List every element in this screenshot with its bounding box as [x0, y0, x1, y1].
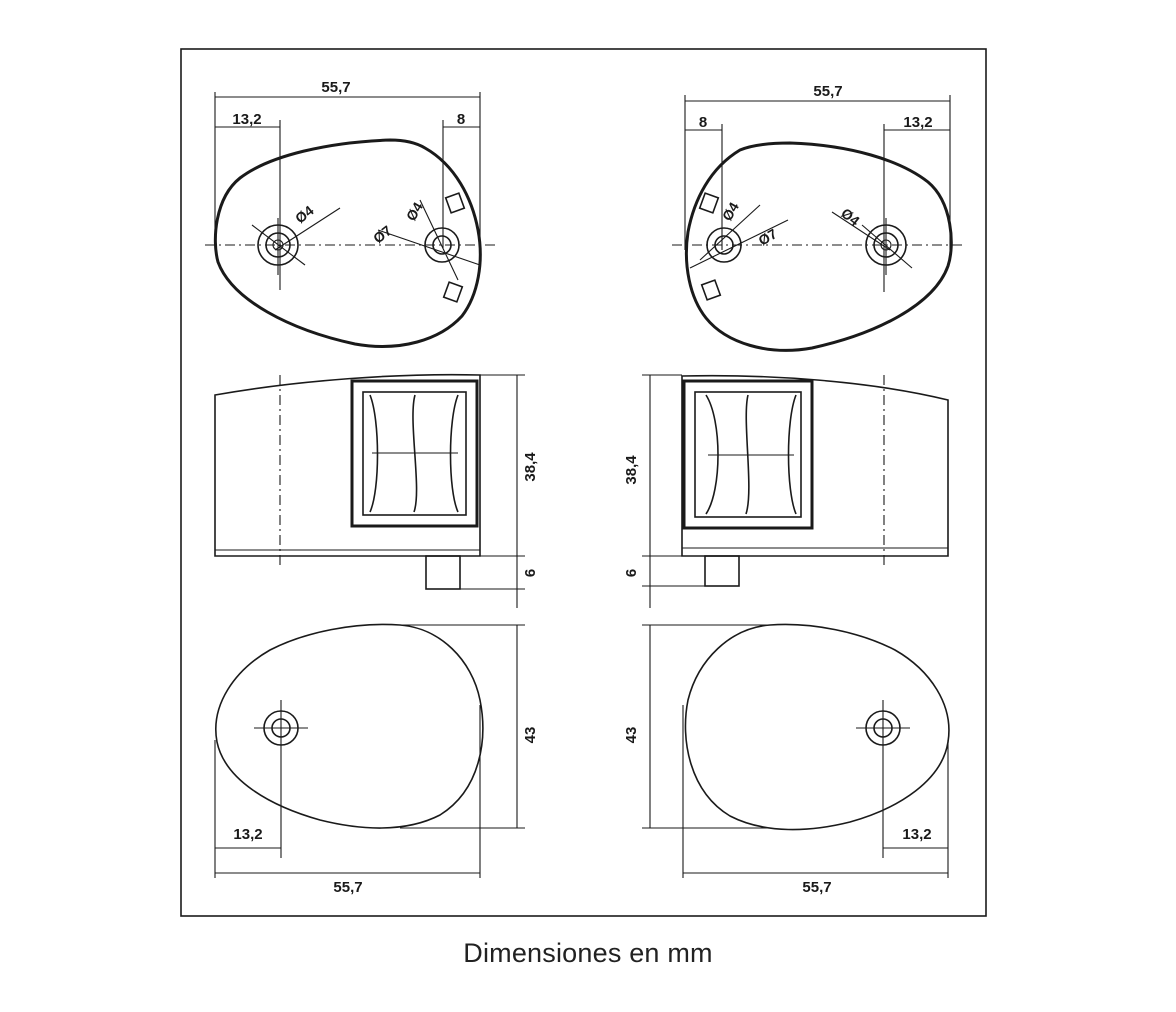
dim-width-top-left: 55,7 — [321, 79, 350, 96]
dim-height-base-left: 6 — [522, 569, 539, 577]
top-left-view: 55,7 13,2 8 Ø4 Ø7 Ø4 — [205, 79, 495, 348]
dim-height-base-right: 6 — [623, 569, 640, 577]
dim-width-top-right: 55,7 — [813, 83, 842, 100]
bottom-left-view: 13,2 55,7 43 — [214, 623, 539, 896]
caption: Dimensiones en mm — [463, 938, 713, 968]
dim-dia-small-right: Ø4 — [838, 205, 863, 229]
dim-hole-offset-bottom-right: 13,2 — [902, 826, 931, 843]
dim-dia-large-left: Ø7 — [370, 222, 395, 246]
dim-depth-left: 43 — [522, 727, 539, 744]
dim-depth-right: 43 — [623, 727, 640, 744]
dim-slot-offset-top-right: 8 — [699, 114, 707, 131]
body-outline-top-left — [213, 138, 482, 348]
dim-height-body-right: 38,4 — [623, 455, 640, 485]
dim-hole-offset-top-right: 13,2 — [903, 114, 932, 131]
dim-dia-small-left: Ø4 — [292, 202, 317, 226]
side-left-view: 38,4 6 — [214, 373, 539, 608]
dim-slot-offset-top-left: 8 — [457, 111, 465, 128]
dim-width-bottom-left: 55,7 — [333, 879, 362, 896]
dim-hole-offset-top-left: 13,2 — [232, 111, 261, 128]
side-right-view: 38,4 6 — [623, 374, 949, 608]
bottom-right-view: 13,2 55,7 43 — [623, 623, 950, 896]
drawing-frame — [180, 48, 987, 917]
body-outline-top-right — [684, 141, 953, 352]
dim-height-body-left: 38,4 — [522, 452, 539, 482]
top-right-view: 55,7 8 13,2 Ø4 Ø7 Ø4 — [672, 83, 962, 352]
dim-dia-small-left-2: Ø4 — [403, 199, 426, 223]
dim-width-bottom-right: 55,7 — [802, 879, 831, 896]
dim-hole-offset-bottom-left: 13,2 — [233, 826, 262, 843]
